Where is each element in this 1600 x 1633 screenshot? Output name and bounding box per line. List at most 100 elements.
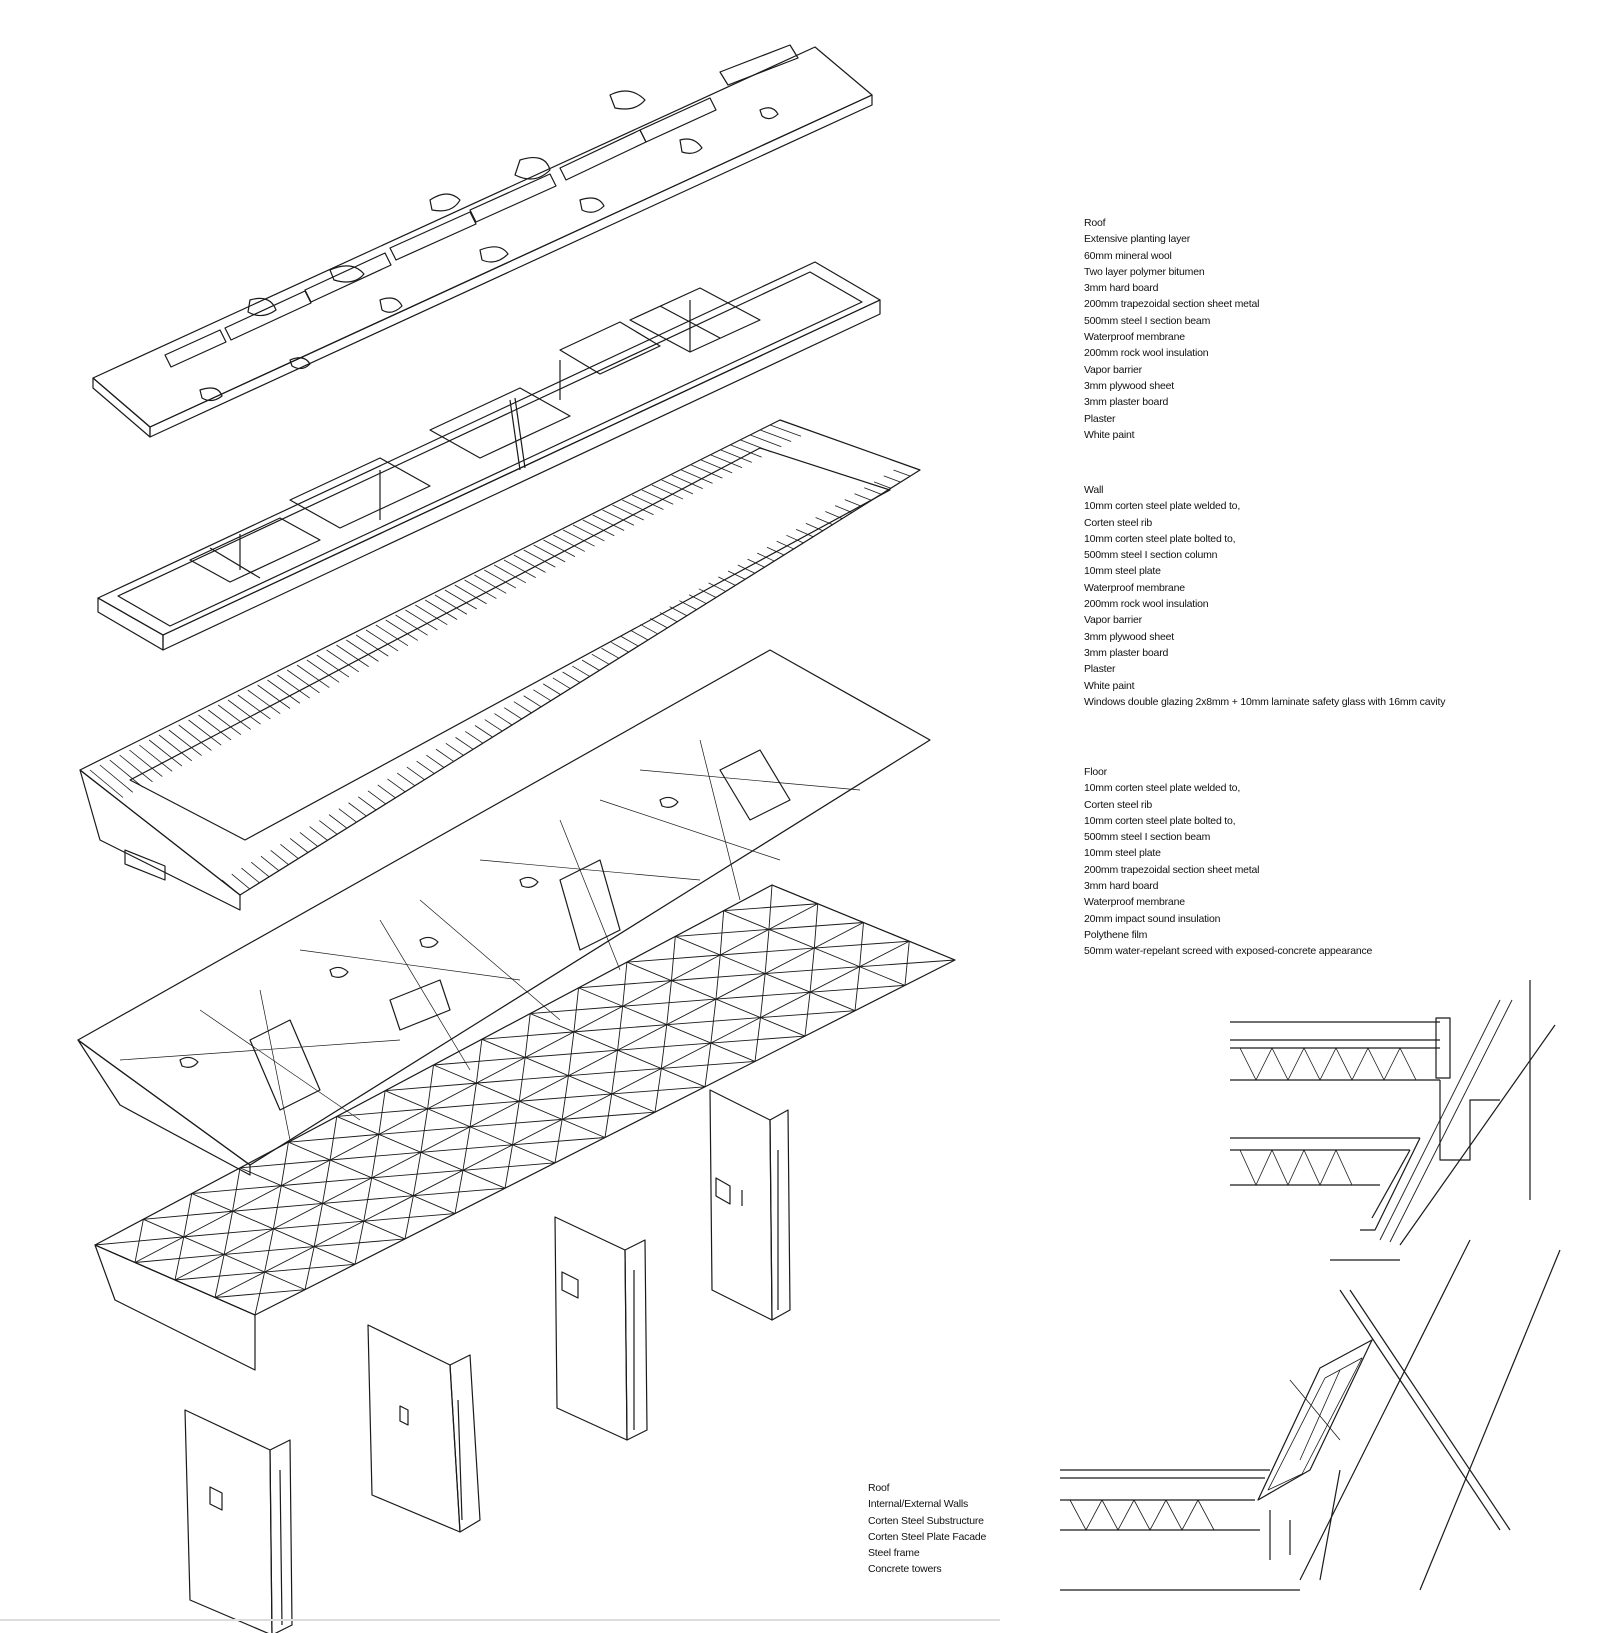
substructure-rib — [455, 737, 474, 750]
steel-frame-brace — [573, 987, 580, 1032]
substructure-rib — [533, 544, 566, 563]
steel-frame-brace — [504, 1144, 513, 1189]
substructure-rib — [377, 784, 396, 799]
legend-item-substructure: Corten Steel Substructure — [868, 1514, 984, 1527]
steel-frame-brace — [134, 1219, 144, 1263]
steel-frame-brace — [412, 1152, 422, 1196]
substructure-rib — [158, 734, 193, 762]
substructure-rib — [542, 683, 561, 695]
steel-frame-brace — [462, 1126, 471, 1171]
substructure-rib — [825, 511, 843, 519]
floor-spec-item: Corten steel rib — [1084, 798, 1152, 811]
tower-2 — [554, 1216, 648, 1441]
substructure-rib — [227, 699, 261, 725]
substructure-rib — [395, 614, 428, 636]
substructure-rib — [710, 454, 743, 469]
substructure-rib — [260, 855, 280, 872]
substructure-rib — [367, 790, 386, 805]
steel-frame-brace — [654, 1068, 662, 1113]
legend-item-walls: Internal/External Walls — [868, 1498, 969, 1511]
substructure-rib — [718, 576, 736, 586]
steel-frame-brace — [719, 910, 725, 956]
substructure-rib — [286, 669, 320, 694]
steel-frame-layer — [94, 884, 956, 1371]
tower-4 — [184, 1409, 293, 1633]
wall-spec-item: Windows double glazing 2x8mm + 10mm lami… — [1084, 695, 1446, 708]
substructure-rib — [592, 514, 625, 531]
substructure-rib — [365, 629, 399, 652]
substructure-rib — [795, 529, 814, 538]
floor-spec-item: Waterproof membrane — [1084, 896, 1185, 909]
steel-frame-brace — [670, 936, 676, 981]
substructure-rib — [641, 489, 674, 505]
substructure-rib — [241, 867, 260, 884]
substructure-rib — [346, 639, 379, 662]
substructure-rib — [720, 449, 752, 463]
substructure-rib — [873, 481, 891, 489]
substructure-rib — [572, 665, 590, 677]
roof-spec-heading: Roof — [1084, 217, 1106, 229]
steel-frame-brace — [475, 1039, 483, 1084]
substructure-rib — [760, 429, 792, 442]
substructure-rib — [661, 479, 694, 495]
substructure-rib — [406, 766, 425, 780]
substructure-rib — [277, 674, 310, 699]
wall-spec-item: Corten steel rib — [1084, 516, 1152, 529]
substructure-rib — [267, 679, 301, 704]
roof-spec-item: 200mm rock wool insulation — [1084, 347, 1209, 360]
substructure-rib — [221, 879, 241, 896]
substructure-rib — [445, 742, 464, 756]
steel-frame-brace — [329, 1116, 338, 1161]
steel-frame-brace — [304, 1246, 315, 1290]
substructure-rib — [572, 524, 605, 542]
steel-frame-brace — [567, 1031, 575, 1076]
substructure-rib — [630, 630, 649, 641]
substructure-rib — [581, 659, 600, 671]
substructure-rib — [299, 832, 318, 847]
substructure-rib — [231, 873, 250, 890]
substructure-rib — [129, 749, 163, 777]
floor-spec-item: 200mm trapezoidal section sheet metal — [1084, 863, 1260, 876]
steel-frame-brace — [512, 1101, 520, 1145]
substructure-rib — [543, 539, 576, 558]
substructure-rib — [316, 654, 350, 678]
steel-frame-brace — [313, 1203, 323, 1247]
substructure-rib — [178, 724, 212, 751]
substructure-rib — [523, 549, 556, 568]
substructure-rib — [770, 424, 802, 437]
roof-spec-item: Waterproof membrane — [1084, 331, 1185, 344]
substructure-rib — [620, 635, 639, 647]
substructure-rib — [864, 487, 882, 495]
substructure-rib — [280, 844, 299, 859]
substructure-rib — [757, 552, 775, 562]
substructure-rib — [651, 484, 684, 500]
steel-frame-brace — [710, 999, 717, 1044]
substructure-rib — [727, 570, 746, 580]
steel-frame-brace — [617, 1006, 624, 1051]
legend-item-roof: Roof — [868, 1482, 890, 1494]
steel-frame-brace — [254, 1271, 266, 1316]
substructure-rib — [148, 739, 183, 767]
substructure-rib — [348, 802, 367, 817]
substructure-rib — [99, 764, 134, 793]
wall-spec-item: 3mm plywood sheet — [1084, 630, 1174, 643]
substructure-rib — [602, 509, 635, 526]
substructure-rib — [562, 529, 595, 547]
substructure-rib — [737, 564, 756, 574]
substructure-rib — [631, 494, 664, 510]
substructure-rib — [454, 584, 487, 605]
roof-specification: Roof Extensive planting layer 60mm miner… — [1084, 215, 1259, 443]
substructure-rib — [338, 808, 357, 823]
substructure-rib — [533, 689, 552, 702]
substructure-rib — [426, 754, 445, 768]
floor-spec-item: 10mm steel plate — [1084, 847, 1161, 860]
substructure-rib — [854, 493, 872, 501]
substructure-rib — [698, 588, 717, 598]
substructure-rib — [611, 641, 629, 653]
substructure-rib — [237, 694, 271, 720]
substructure-rib — [328, 814, 348, 829]
floor-specification: Floor 10mm corten steel plate welded to,… — [1084, 764, 1372, 960]
substructure-rib — [319, 820, 338, 835]
floor-spec-item: Polythene film — [1084, 928, 1148, 941]
